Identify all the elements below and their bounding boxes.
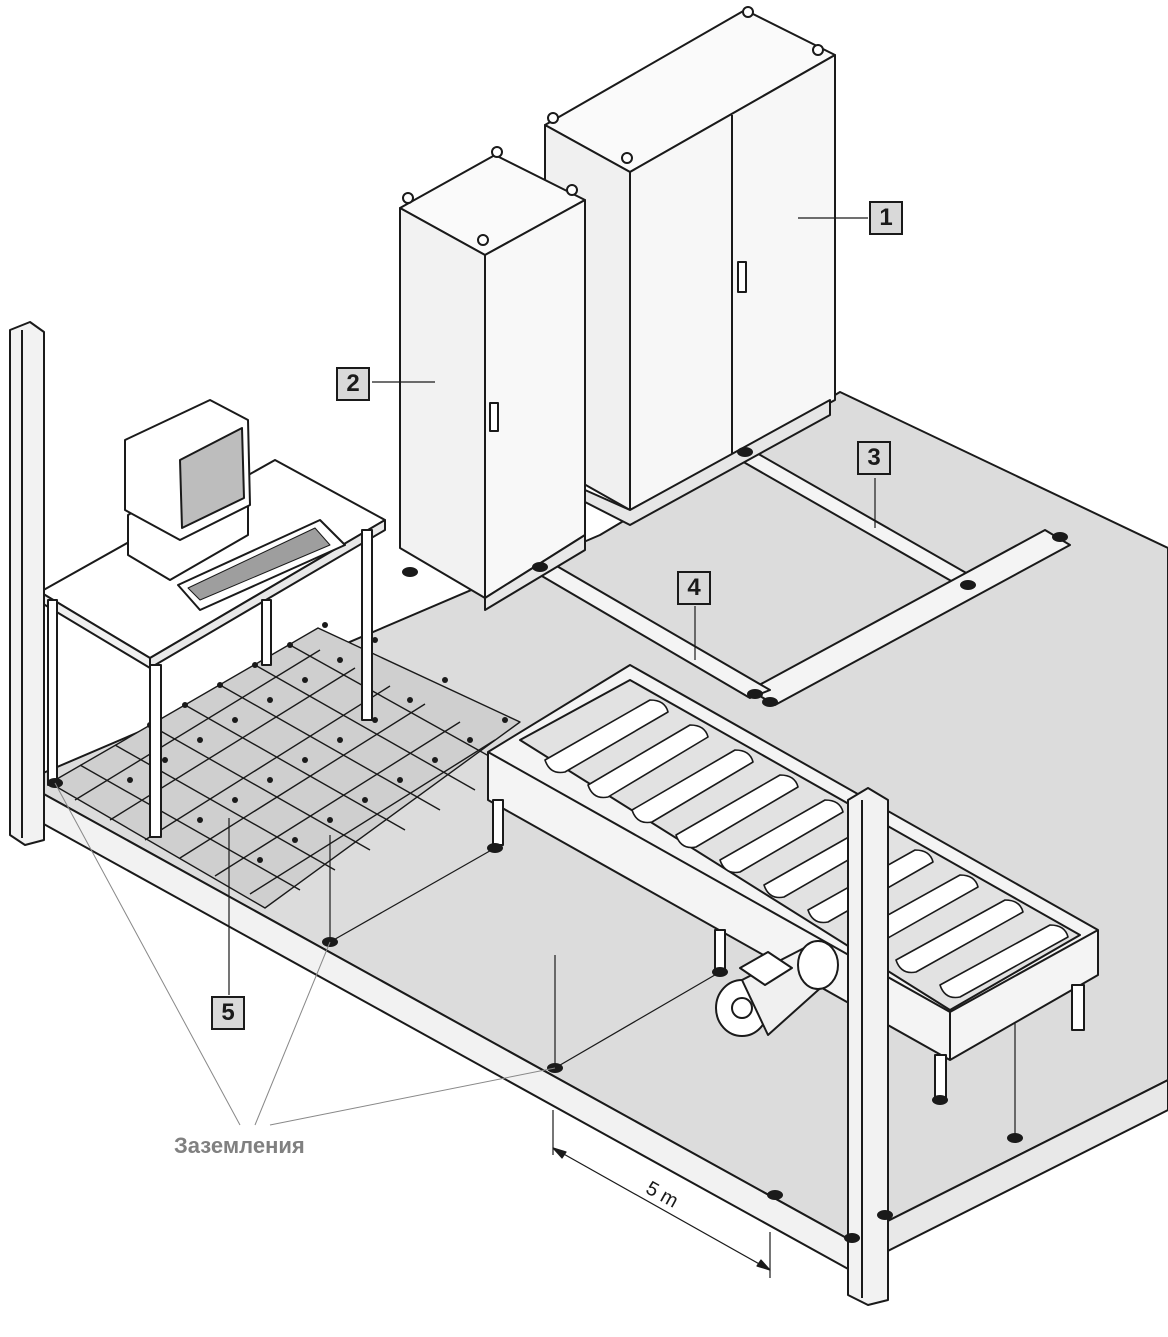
ground-lines <box>329 835 1016 1138</box>
callout-3: 3 <box>857 441 891 475</box>
post-left <box>9 321 45 846</box>
callout-5: 5 <box>211 996 245 1030</box>
dimension-line <box>552 1110 771 1278</box>
mesh-nodes <box>127 622 508 863</box>
cabinet-2 <box>399 154 586 611</box>
desk <box>39 459 386 838</box>
motor <box>715 940 839 1037</box>
callout-4: 4 <box>677 571 711 605</box>
dimension-label: 5 m <box>642 1177 682 1212</box>
caption-leaders <box>54 782 556 1126</box>
callout-1: 1 <box>869 201 903 235</box>
mesh-grid <box>49 627 521 909</box>
grounding-caption: Заземления <box>174 1133 305 1158</box>
rail-3 <box>739 451 1071 706</box>
computer <box>124 399 346 611</box>
leaders <box>228 217 876 995</box>
callout-2: 2 <box>336 367 370 401</box>
post-right <box>847 787 889 1306</box>
conveyor <box>487 664 1099 1101</box>
